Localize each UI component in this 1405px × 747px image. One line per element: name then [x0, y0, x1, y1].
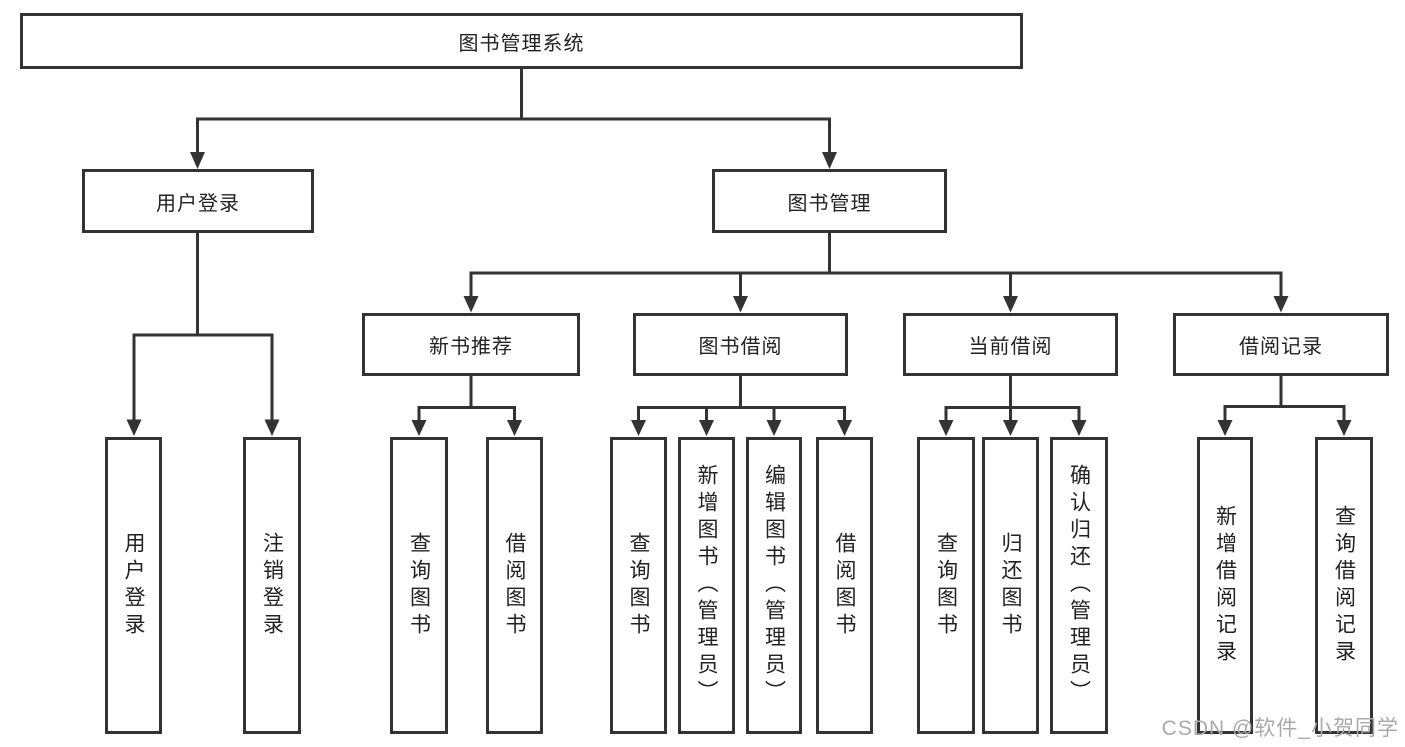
node-book-mgmt: 图书管理: [712, 169, 947, 233]
leaf-currentborrow-confirm: 确认归还（管理员）: [1050, 437, 1108, 734]
node-user-login-label: 用户登录: [156, 192, 240, 215]
node-borrow-record: 借阅记录: [1173, 313, 1389, 376]
leaf-bookborrow-edit-label: 编辑图书（管理员）: [762, 464, 786, 707]
leaf-bookborrow-borrow: 借阅图书: [816, 437, 873, 734]
node-user-login: 用户登录: [82, 169, 314, 233]
leaf-bookborrow-add: 新增图书（管理员）: [678, 437, 735, 734]
connector-user-login-to-leaves: [126, 233, 280, 436]
connector-book-borrow-to-leaves: [631, 376, 852, 436]
node-borrow-record-label: 借阅记录: [1239, 336, 1323, 358]
leaf-currentborrow-query-label: 查询图书: [934, 531, 958, 640]
leaf-newbook-borrow-label: 借阅图书: [503, 531, 526, 640]
leaf-borrowrecord-query-label: 查询借阅记录: [1332, 504, 1356, 667]
node-new-book: 新书推荐: [362, 313, 580, 376]
leaf-currentborrow-query: 查询图书: [917, 437, 975, 734]
node-root: 图书管理系统: [20, 13, 1023, 69]
connector-book-mgmt-to-level2: [463, 233, 1289, 313]
connector-new-book-to-leaves: [411, 376, 522, 436]
leaf-bookborrow-edit: 编辑图书（管理员）: [746, 437, 802, 734]
leaf-bookborrow-query: 查询图书: [610, 437, 667, 734]
leaf-borrowrecord-add: 新增借阅记录: [1197, 437, 1253, 734]
leaf-currentborrow-return-label: 归还图书: [999, 531, 1022, 640]
leaf-newbook-query: 查询图书: [390, 437, 448, 734]
node-book-mgmt-label: 图书管理: [787, 192, 872, 215]
connector-current-borrow-to-leaves: [938, 376, 1087, 436]
leaf-newbook-query-label: 查询图书: [407, 531, 431, 640]
node-book-borrow: 图书借阅: [633, 313, 848, 376]
leaf-currentborrow-return: 归还图书: [982, 437, 1039, 734]
leaf-borrowrecord-add-label: 新增借阅记录: [1213, 504, 1237, 667]
leaf-user-login: 用户登录: [105, 437, 162, 734]
leaf-bookborrow-borrow-label: 借阅图书: [833, 531, 856, 640]
node-root-label: 图书管理系统: [458, 32, 585, 55]
node-current-borrow-label: 当前借阅: [968, 336, 1053, 358]
leaf-newbook-borrow: 借阅图书: [486, 437, 543, 734]
leaf-currentborrow-confirm-label: 确认归还（管理员）: [1067, 464, 1091, 707]
csdn-watermark: CSDN @软件_小贺同学: [1161, 717, 1399, 740]
leaf-bookborrow-query-label: 查询图书: [627, 531, 650, 640]
node-current-borrow: 当前借阅: [903, 313, 1118, 376]
leaf-logout: 注销登录: [243, 437, 301, 734]
leaf-user-login-label: 用户登录: [122, 531, 145, 640]
leaf-logout-label: 注销登录: [260, 531, 284, 640]
node-new-book-label: 新书推荐: [429, 336, 513, 358]
leaf-borrowrecord-query: 查询借阅记录: [1315, 437, 1373, 734]
leaf-bookborrow-add-label: 新增图书（管理员）: [695, 464, 718, 707]
node-book-borrow-label: 图书借阅: [698, 336, 783, 358]
connector-borrow-record-to-leaves: [1217, 376, 1352, 436]
connector-root-to-level1: [190, 69, 837, 169]
